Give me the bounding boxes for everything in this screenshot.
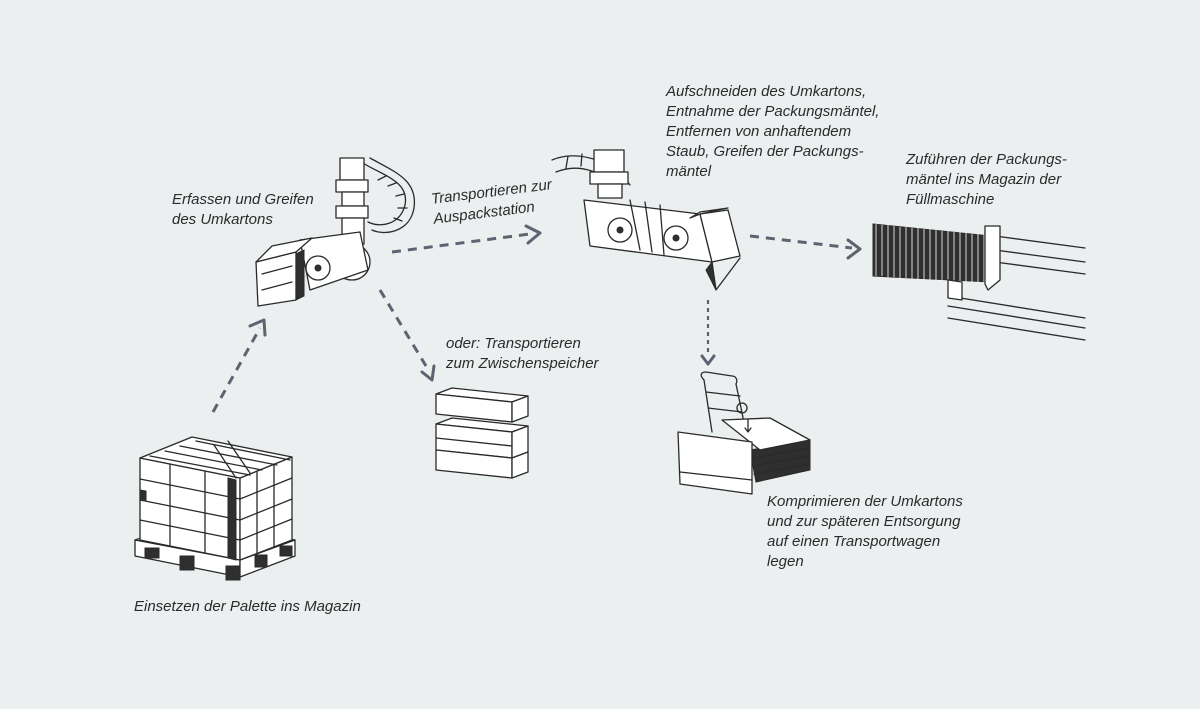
label-gripping: Erfassen und Greifen des Umkartons — [172, 191, 314, 228]
arrow-head-down — [420, 364, 436, 382]
label-compressing: Komprimieren der Umkartons und zur späte… — [767, 493, 963, 570]
label-buffer: oder: Transportieren zum Zwischenspeiche… — [446, 335, 599, 372]
arrow-head-up — [248, 318, 267, 337]
arrow-head-right-2 — [846, 238, 862, 260]
label-pallet: Einsetzen der Palette ins Magazin — [134, 598, 361, 615]
arrow-pallet-to-gripper — [211, 327, 262, 413]
arrow-head-right-1 — [524, 224, 542, 245]
arrow-head-small — [700, 354, 716, 366]
label-feeding: Zuführen der Packungs- mäntel ins Magazi… — [906, 151, 1067, 208]
gripper-robot-illustration — [255, 157, 416, 307]
arrow-to-unpacking — [391, 232, 531, 254]
arrow-to-magazine — [749, 234, 853, 250]
buffer-stack-illustration — [435, 387, 529, 479]
magazine-illustration — [872, 223, 1086, 341]
unpacking-station-illustration — [551, 149, 741, 291]
flow-arrows — [211, 224, 862, 413]
arrow-to-buffer — [378, 289, 428, 367]
label-unpacking: Aufschneiden des Umkartons, Entnahme der… — [666, 83, 880, 180]
pallet-illustration — [134, 436, 296, 581]
transport-cart-illustration — [677, 371, 811, 495]
